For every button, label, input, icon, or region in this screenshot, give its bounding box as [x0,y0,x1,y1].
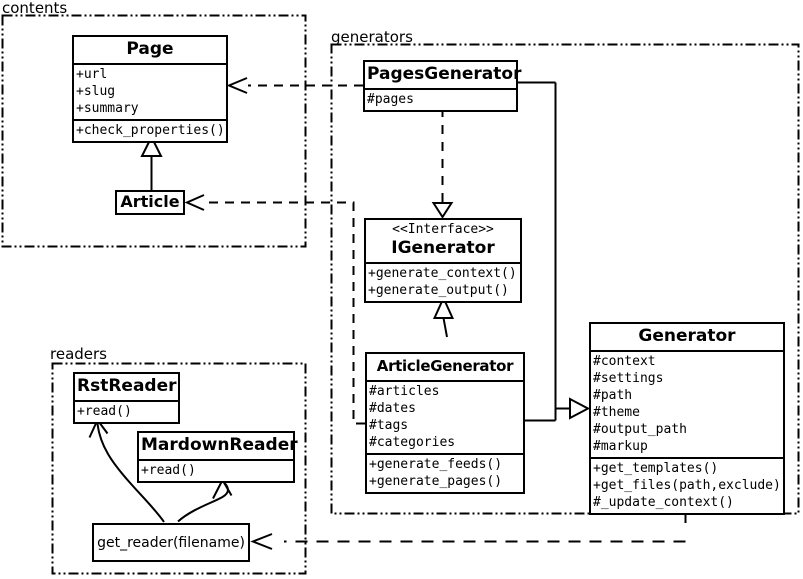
class-title: PagesGenerator [367,64,522,84]
class-articlegenerator: ArticleGenerator #articles #dates #tags #ca… [365,352,525,494]
class-stereotype: <<Interface>> [392,222,494,237]
class-methods: +check_properties() [74,119,226,141]
member-line: #tags [369,418,409,433]
member-line: +get_templates() [593,461,719,476]
realization-pagesgenerator-to-igenerator [431,108,454,219]
class-generator: Generator #context #settings #path #theme #o… [589,322,785,515]
function-label: get_reader(filename) [97,534,245,551]
member-line: +generate_output() [368,283,509,298]
function-get-reader: get_reader(filename) [92,523,250,562]
class-methods: +get_templates() +get_files(path,exclude)… [591,457,783,513]
hollow-triangle-icon [569,397,591,420]
arrow-getreader-to-mardownreader [177,477,233,523]
member-line: #settings [593,371,664,386]
package-label-readers: readers [50,345,107,363]
class-methods: +read() [139,459,293,481]
member-line: #_update_context() [593,495,734,510]
class-attributes: #articles #dates #tags #categories [367,380,523,453]
class-title: MardownReader [141,435,298,455]
hollow-triangle-icon [432,295,455,319]
inheritance-articlegenerator-to-igenerator [432,295,455,338]
member-line: #theme [593,405,640,420]
class-attributes: +url +slug +summary [74,63,226,119]
dependency-pagesgenerator-to-page [226,77,363,94]
inheritance-article-to-page [140,134,163,190]
open-arrowhead-icon [250,533,273,550]
package-border-contents [1,14,307,248]
member-line: +generate_context() [368,266,517,281]
member-line: +get_files(path,exclude) [593,478,781,493]
member-line: #markup [593,439,648,454]
member-line: #articles [369,384,440,399]
member-line: +slug [76,84,116,99]
member-line: #path [593,388,633,403]
package-border-generators [330,43,800,515]
class-title: ArticleGenerator [376,357,514,375]
member-line: #pages [367,92,414,107]
package-border-readers [51,362,307,575]
class-attributes: #context #settings #path #theme #output_path… [591,350,783,457]
member-line: +read() [77,404,132,419]
class-attributes: #pages [365,88,516,110]
member-line: +generate_feeds() [369,457,503,472]
class-title: IGenerator [391,238,495,258]
member-line: #output_path [593,422,687,437]
class-page: Page +url +slug +summary +check_properties… [72,35,228,143]
hollow-triangle-icon [431,202,454,219]
open-arrowhead-icon [184,194,205,211]
inheritance-generators-to-generator [518,81,591,422]
member-line: #categories [369,435,456,450]
open-arrowhead-icon [226,77,248,94]
class-title-block: <<Interface>> IGenerator [366,220,520,262]
class-igenerator: <<Interface>> IGenerator +generate_conte… [364,218,522,303]
class-pagesgenerator: PagesGenerator #pages [363,60,522,112]
class-title: Article [120,192,180,211]
class-methods: +read() [75,400,178,422]
class-methods: +generate_context() +generate_output() [366,262,520,301]
member-line: +check_properties() [76,123,225,138]
package-label-generators: generators [331,28,413,46]
member-line: #context [593,354,656,369]
class-methods: +generate_feeds() +generate_pages() [367,453,523,492]
class-title: Page [126,39,174,59]
class-title: Generator [638,326,736,346]
dependency-articlegenerator-to-article [184,194,365,425]
class-mardownreader: MardownReader +read() [137,431,298,483]
member-line: #dates [369,401,416,416]
class-article: Article [115,190,185,215]
package-label-contents: contents [2,0,68,17]
member-line: +summary [76,101,139,116]
member-line: +generate_pages() [369,474,503,489]
member-line: +read() [141,463,196,478]
class-title: RstReader [77,376,177,396]
member-line: +url [76,67,108,82]
class-rstreader: RstReader +read() [73,372,180,424]
